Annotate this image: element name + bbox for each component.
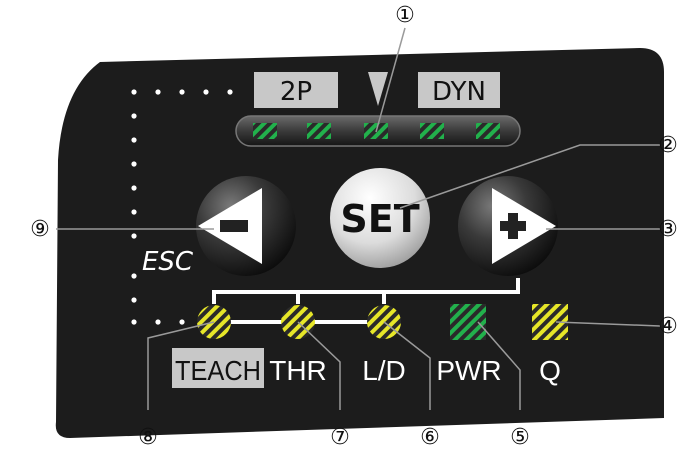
led-bar-segment (420, 123, 444, 139)
teach-label-box (172, 348, 264, 388)
minus-button[interactable] (196, 176, 296, 276)
led-bar-segment (253, 123, 277, 139)
thr-label: THR (269, 355, 327, 386)
set-button[interactable]: SET (330, 168, 430, 268)
callout-8: ⑧ (138, 425, 158, 450)
led-bar-segment (476, 123, 500, 139)
callout-7: ⑦ (330, 425, 350, 450)
plus-button[interactable] (458, 176, 558, 276)
triangle-pointer-icon (368, 72, 388, 106)
label-dyn: DYN (432, 77, 486, 107)
callout-6: ⑥ (420, 425, 440, 450)
callout-9: ⑨ (30, 217, 50, 242)
set-button-label: SET (340, 197, 419, 241)
label-2p-box (254, 72, 338, 108)
callout-2: ② (658, 133, 678, 158)
ld-label: L/D (362, 355, 406, 386)
pwr-led (450, 304, 486, 340)
led-bar-segments (253, 123, 500, 139)
minus-glyph (220, 220, 248, 232)
esc-dotted-outline (131, 89, 233, 325)
pwr-label: PWR (436, 355, 501, 386)
callout-3: ③ (658, 217, 678, 242)
label-dyn-box (418, 72, 500, 108)
teach-label: TEACH (175, 355, 261, 386)
led-bar-segment (307, 123, 331, 139)
esc-label: ESC (142, 247, 194, 277)
callout-4: ④ (658, 314, 678, 339)
callout-1: ① (395, 3, 415, 28)
q-label: Q (539, 355, 561, 386)
callout-5: ⑤ (510, 425, 530, 450)
label-2p: 2P (280, 77, 312, 107)
callout-leader-lines (56, 27, 661, 410)
